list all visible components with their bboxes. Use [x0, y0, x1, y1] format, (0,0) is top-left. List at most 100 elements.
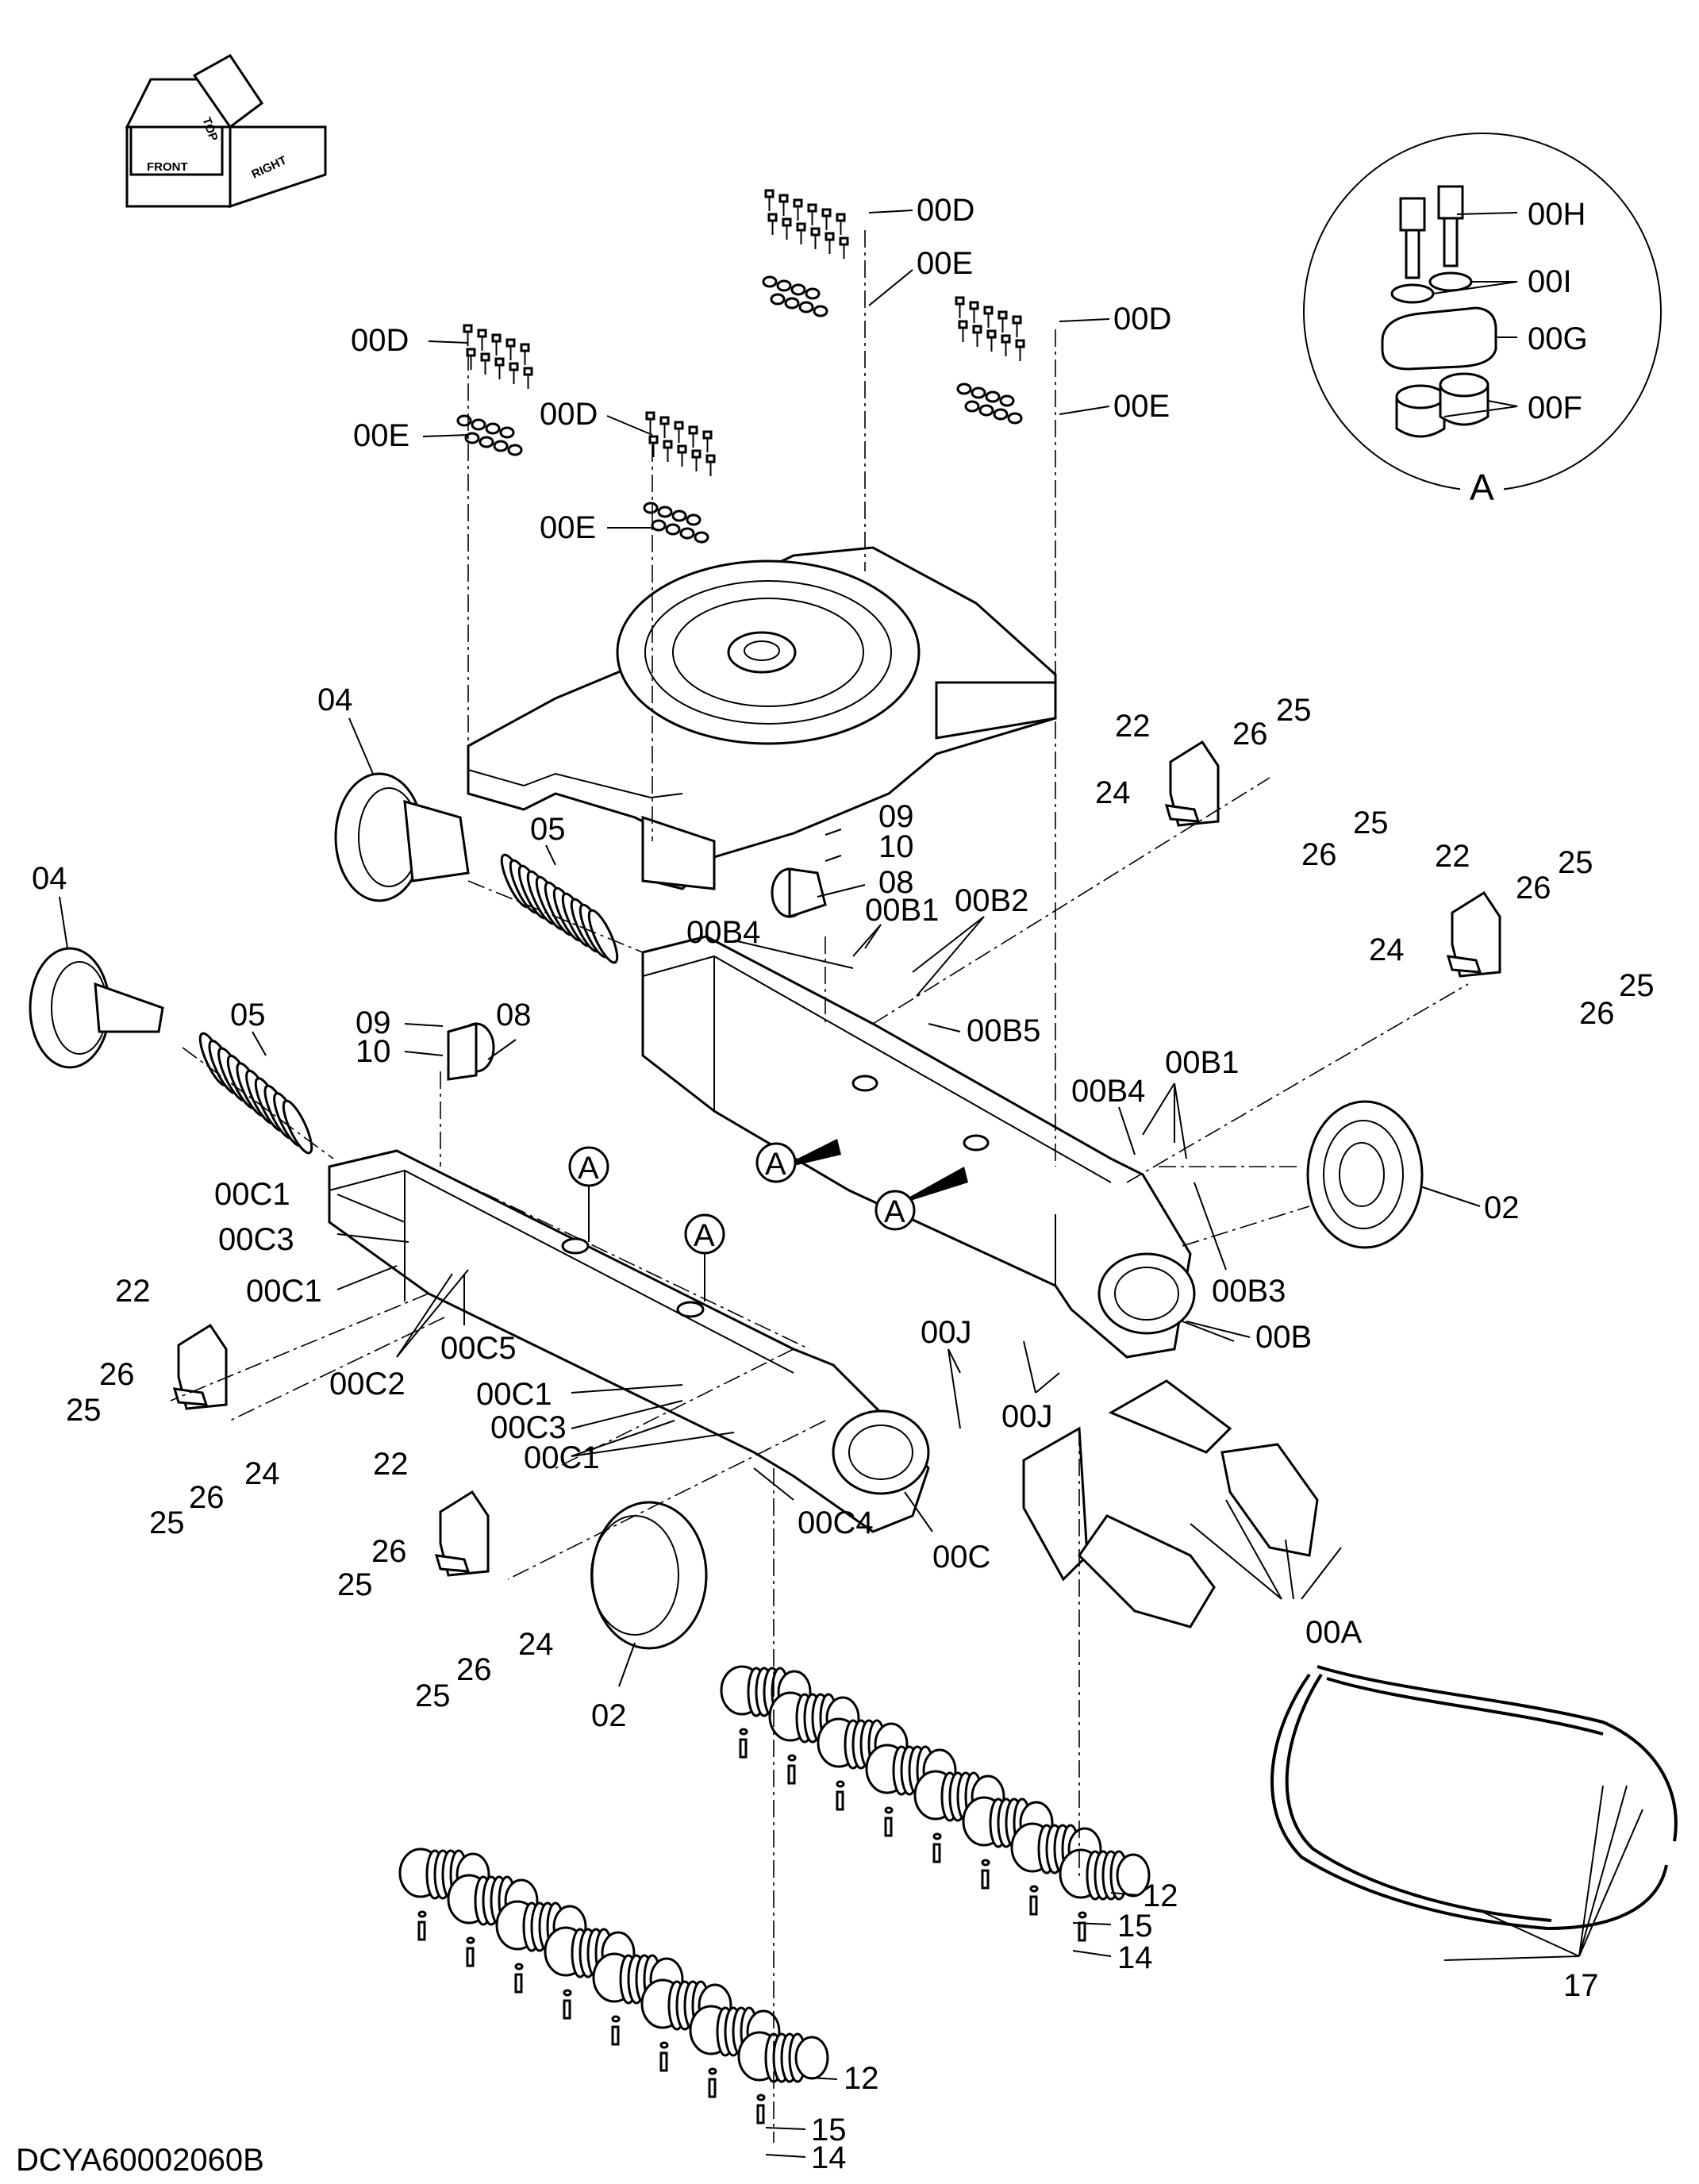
track-guard: [1451, 890, 1501, 978]
callout-00D-left: 00D: [351, 323, 409, 358]
bolt-head: [702, 430, 713, 440]
bolt-head: [983, 306, 994, 315]
upper-roller-right: [771, 867, 827, 919]
callout-00B4-lower: 00B4: [1071, 1074, 1145, 1109]
bolt-head: [688, 425, 698, 435]
bolt-head: [677, 444, 687, 454]
roller-bolt: [884, 1817, 893, 1837]
callout-10-left: 10: [356, 1034, 391, 1069]
bolt-head: [645, 411, 655, 421]
section-a-marker-4: A: [694, 1218, 715, 1253]
callout-08-left: 08: [496, 998, 532, 1032]
callout-00B2: 00B2: [955, 883, 1028, 918]
callout-25-rl-b: 25: [1619, 968, 1655, 1003]
roller-washer: [611, 2015, 621, 2023]
spacer: [499, 426, 515, 439]
callout-15-right: 15: [1117, 1909, 1153, 1944]
spacer: [964, 400, 980, 413]
bolt-head: [659, 416, 670, 425]
track-guard: [177, 1323, 228, 1410]
roller-washer: [563, 1989, 572, 1997]
bolt-head: [782, 217, 792, 227]
callout-17: 17: [1563, 1968, 1599, 2003]
spacer: [485, 422, 501, 435]
sprocket-right: [1306, 1100, 1424, 1249]
callout-00E-right: 00E: [1113, 389, 1170, 424]
recoil-spring-lower: [198, 1032, 313, 1155]
bolt-head: [648, 435, 659, 444]
guard-bracket: [1446, 955, 1482, 974]
roller-washer: [787, 1754, 797, 1762]
spacer: [657, 506, 673, 518]
callout-26-ll-a: 26: [371, 1534, 407, 1569]
callout-10-right: 10: [878, 829, 914, 864]
roller-bolt: [756, 2104, 765, 2124]
callout-12-left: 12: [844, 2061, 879, 2096]
bolt-head: [463, 324, 473, 333]
spacer: [798, 301, 814, 313]
bolt-head: [836, 213, 846, 222]
spacer: [464, 432, 480, 444]
front-idler-upper: [334, 772, 470, 902]
callout-00C4: 00C4: [798, 1505, 874, 1540]
callout-25-ll-a: 25: [337, 1567, 373, 1602]
drawing-code: DCYA60002060B: [16, 2143, 264, 2178]
callout-00B5: 00B5: [967, 1013, 1040, 1048]
bolt-head: [523, 367, 533, 376]
track-guard: [439, 1490, 490, 1577]
callout-25-ru-b: 25: [1353, 806, 1389, 840]
roller-bolt: [787, 1764, 796, 1785]
callout-26-lu-a: 26: [99, 1357, 135, 1392]
callout-00A: 00A: [1305, 1615, 1362, 1650]
bolt-head: [955, 296, 965, 306]
callout-00I: 00I: [1528, 264, 1572, 299]
callout-00E-left: 00E: [353, 418, 409, 453]
bolt-head: [509, 362, 519, 371]
callout-25-lu-b: 25: [149, 1505, 185, 1540]
callout-00E-top: 00E: [917, 246, 973, 281]
callout-24-ru: 24: [1095, 775, 1131, 810]
callout-08-right: 08: [878, 865, 914, 900]
callout-25-ll-b: 25: [415, 1678, 451, 1713]
roller-bolt: [466, 1947, 475, 1967]
callout-22-rl: 22: [1435, 839, 1470, 874]
callout-00F: 00F: [1528, 390, 1582, 425]
callout-02-right: 02: [1484, 1190, 1520, 1225]
callout-26-ll-b: 26: [456, 1652, 492, 1687]
callout-26-rl-a: 26: [1516, 871, 1551, 906]
lower-rollers: [398, 1665, 1151, 2124]
callout-00H: 00H: [1528, 197, 1586, 232]
recoil-spring-upper: [500, 853, 619, 964]
spacer: [813, 305, 828, 317]
roller-bolt: [1029, 1895, 1038, 1916]
roller-end: [1116, 1853, 1151, 1898]
bolt-head: [796, 222, 806, 232]
bolt-head: [480, 352, 490, 362]
bolt-head: [674, 421, 684, 430]
callout-14-right: 14: [1117, 1940, 1153, 1975]
bolt-head: [477, 329, 487, 338]
bolt-head: [969, 301, 979, 310]
bolt-head: [491, 333, 502, 343]
bolt-head: [958, 320, 968, 329]
upper-roller-left: [447, 1022, 495, 1081]
hose-harness: [1270, 1665, 1678, 1931]
roller-bolt: [981, 1869, 990, 1890]
cube-front-label: FRONT: [147, 160, 188, 174]
spacer: [507, 444, 523, 456]
callout-00G: 00G: [1528, 321, 1588, 356]
callout-05-upper: 05: [530, 812, 566, 847]
roller-washer: [1029, 1885, 1039, 1893]
centerlines: [170, 230, 1469, 2143]
bolt-head: [821, 208, 832, 217]
roller-washer: [756, 2094, 766, 2101]
bolt-head: [793, 198, 803, 208]
track-guard: [1169, 740, 1220, 827]
spacer: [694, 531, 709, 544]
left-track-frame: [328, 1149, 930, 1533]
spacer: [762, 275, 778, 288]
callout-00D-top: 00D: [917, 193, 974, 228]
spacer: [770, 293, 786, 306]
sprocket-left: [590, 1501, 708, 1650]
roller-washer: [466, 1936, 475, 1944]
